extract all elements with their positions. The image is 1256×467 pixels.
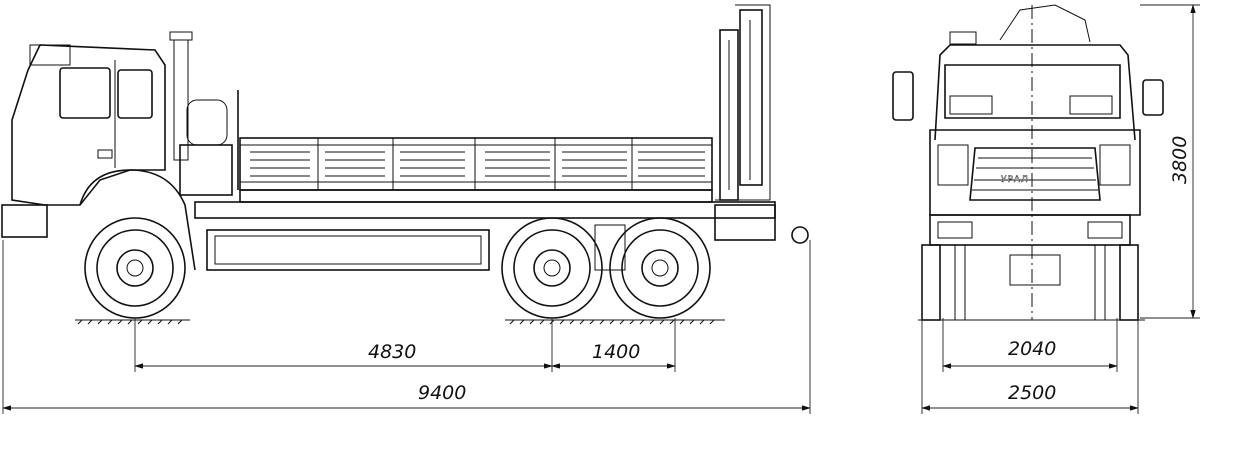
dim-overall-length: 9400 — [418, 382, 466, 404]
front-view-truck: УРАЛ — [892, 4, 1164, 321]
chassis-frame — [194, 201, 809, 271]
side-view-truck — [1, 4, 809, 325]
ground-hatching — [75, 319, 725, 325]
dim-overall-height: 3800 — [1169, 136, 1191, 184]
cargo-bed — [237, 90, 713, 203]
dim-rear-axle-spacing: 1400 — [592, 341, 640, 363]
wheel-rear-2 — [609, 217, 711, 319]
brand-logo: УРАЛ — [1001, 175, 1029, 185]
wheel-rear-1 — [501, 217, 603, 319]
wheel-front — [84, 217, 186, 319]
dim-track-width: 2040 — [1008, 338, 1056, 360]
dimension-lines — [2, 4, 1200, 414]
cab — [1, 31, 233, 271]
dim-overall-width: 2500 — [1008, 382, 1056, 404]
crane — [715, 4, 771, 201]
dim-wheelbase: 4830 — [368, 341, 416, 363]
